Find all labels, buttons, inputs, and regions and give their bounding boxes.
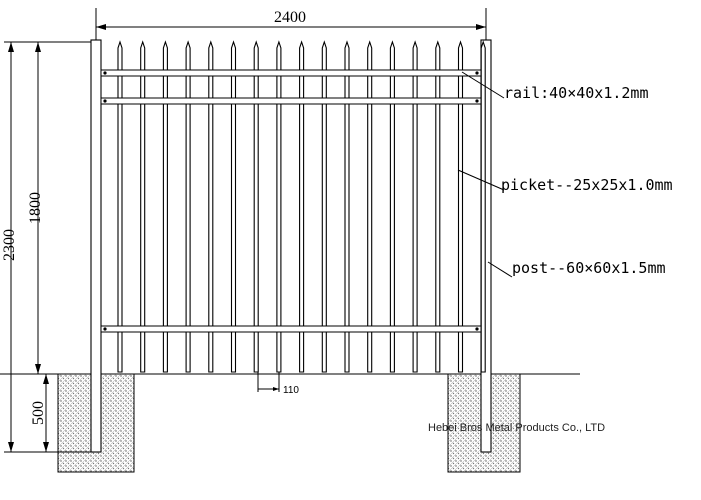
rail-bottom (100, 325, 482, 333)
dimension-footing-depth-label: 500 (30, 401, 47, 425)
dimension-footing-depth: 500 (30, 374, 49, 452)
post-left (90, 39, 102, 453)
picket (162, 40, 168, 373)
dimension-picket-spacing-label: 110 (283, 385, 299, 396)
dimension-fence-height-label: 1800 (27, 192, 44, 224)
picket (230, 40, 237, 373)
picket-label: picket--25x25x1.0mm (501, 176, 673, 194)
picket (321, 40, 327, 373)
post-label: post--60×60x1.5mm (512, 259, 666, 277)
picket (480, 40, 486, 373)
picket (253, 40, 259, 373)
dimension-width-label: 2400 (274, 9, 306, 26)
picket (299, 40, 305, 373)
picket (389, 40, 395, 373)
picket-leader (457, 169, 505, 191)
dimension-total-height: 2300 (1, 41, 91, 453)
picket (140, 40, 146, 373)
picket (457, 40, 464, 373)
picket (117, 40, 123, 373)
pickets (117, 40, 486, 373)
dimension-width: 2400 (95, 8, 487, 40)
picket (276, 40, 282, 373)
dimension-picket-spacing: 110 (257, 372, 299, 396)
picket (435, 40, 441, 373)
picket (185, 40, 191, 373)
picket (367, 40, 373, 373)
rail-leader (461, 71, 505, 99)
picket (344, 40, 350, 373)
post-leader (487, 261, 513, 278)
rail-middle (100, 97, 482, 105)
company-watermark: Hebei Bros Metal Products Co., LTD (428, 422, 605, 434)
rail-top (100, 69, 482, 77)
dimension-total-height-label: 2300 (1, 229, 18, 261)
rail-label: rail:40×40x1.2mm (504, 84, 649, 102)
picket (208, 40, 214, 373)
dimension-fence-height: 1800 (27, 42, 44, 374)
picket (412, 40, 418, 373)
